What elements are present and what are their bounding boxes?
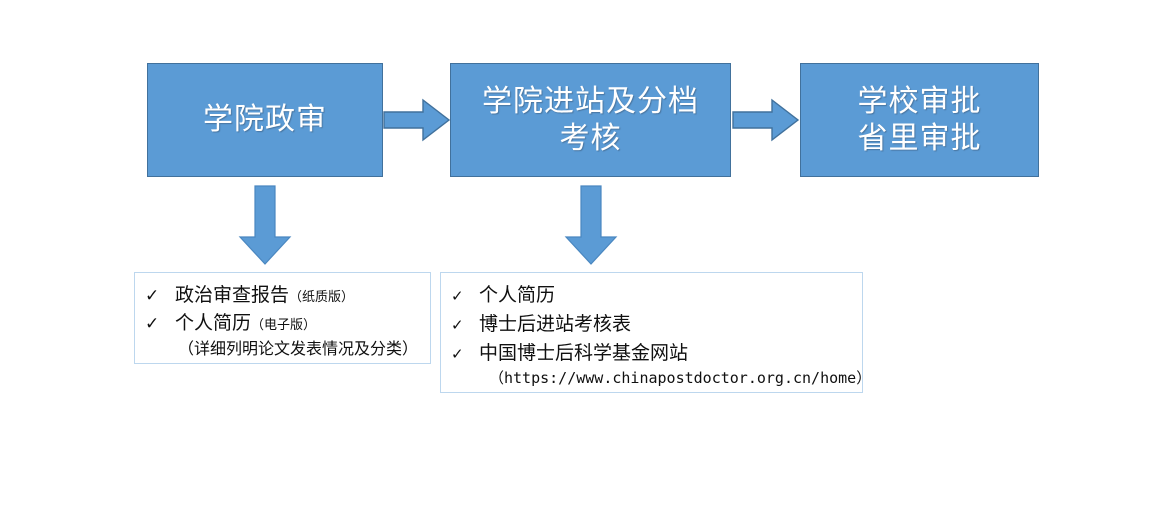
arrow-step1-to-note-left-icon	[238, 185, 292, 265]
list-item: ✓ 博士后进站考核表	[451, 309, 852, 336]
list-item-note: （电子版）	[251, 318, 317, 333]
list-item-note: （纸质版）	[289, 290, 355, 305]
list-item-label: 博士后进站考核表	[479, 313, 632, 335]
check-icon: ✓	[145, 286, 160, 306]
note-right-url[interactable]: （https://www.chinapostdoctor.org.cn/home…	[489, 369, 872, 387]
check-icon: ✓	[451, 287, 464, 305]
check-icon: ✓	[451, 316, 464, 334]
process-box-step-2[interactable]: 学院进站及分档 考核	[450, 63, 731, 177]
note-box-left: ✓ 政治审查报告 （纸质版） ✓ 个人简历 （电子版） （详细列明论文发表情况及…	[134, 272, 431, 364]
list-item-label: 中国博士后科学基金网站	[479, 342, 689, 364]
arrow-step2-to-note-right-icon	[564, 185, 618, 265]
list-item-label: 政治审查报告	[175, 284, 290, 306]
list-item: ✓ 个人简历 （电子版）	[145, 308, 420, 335]
note-left-sub-line: （详细列明论文发表情况及分类）	[177, 339, 418, 358]
list-item-label: 个人简历	[479, 284, 556, 306]
arrow-step2-to-step3-icon	[732, 98, 800, 142]
check-icon: ✓	[451, 345, 464, 363]
check-icon: ✓	[145, 314, 160, 334]
process-box-step-1-label: 学院政审	[203, 102, 327, 138]
list-item: ✓ 个人简历	[451, 280, 852, 307]
arrow-step1-to-step2-icon	[383, 98, 451, 142]
process-box-step-2-label: 学院进站及分档 考核	[482, 83, 699, 157]
note-box-right: ✓ 个人简历 ✓ 博士后进站考核表 ✓ 中国博士后科学基金网站 （https:/…	[440, 272, 872, 393]
process-box-step-3-label: 学校审批 省里审批	[857, 83, 982, 157]
list-item-label: 个人简历	[175, 312, 252, 334]
list-item: ✓ 中国博士后科学基金网站	[451, 338, 852, 365]
process-box-step-1[interactable]: 学院政审	[147, 63, 383, 177]
process-box-step-3[interactable]: 学校审批 省里审批	[800, 63, 1039, 177]
list-item: ✓ 政治审查报告 （纸质版）	[145, 280, 420, 307]
